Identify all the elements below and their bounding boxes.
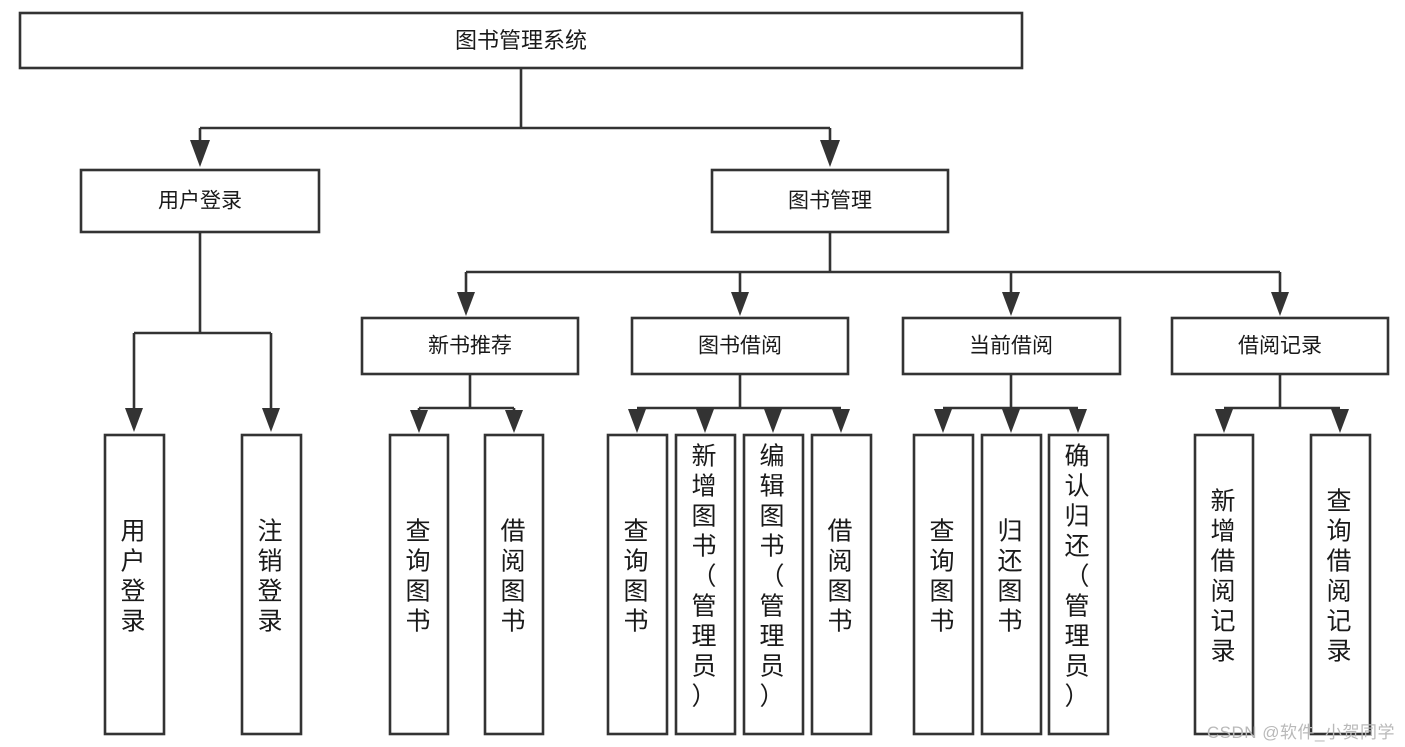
leaf-cb-query-book-label: 查询图书 [929,518,956,636]
leaf-node-bb-borrow-book[interactable]: 借阅图书 [810,433,873,736]
leaf-logout-box[interactable] [240,433,303,736]
arrowhead-book-borrow [731,292,749,316]
leaf-user-login-label: 用户登录 [120,518,147,636]
arrowhead-cb-return-book [1002,409,1020,433]
node-current-borrow[interactable]: 当前借阅 [901,316,1122,376]
connector-group-borrow-record [1215,374,1349,433]
node-root[interactable]: 图书管理系统 [18,11,1024,70]
node-root-label: 图书管理系统 [455,28,587,53]
leaf-bb-edit-book-box[interactable] [742,433,805,736]
leaf-br-add-record-label: 新增借阅记录 [1210,488,1237,666]
leaf-nbr-query-book-label: 查询图书 [405,518,432,636]
node-user-login-label: 用户登录 [158,190,242,213]
leaf-br-query-record-label: 查询借阅记录 [1326,488,1353,666]
arrowhead-bb-query-book [628,409,646,433]
connector-group-user-login [125,232,280,432]
arrowhead-cb-query-book [934,409,952,433]
leaf-bb-add-book-label: 新增图书（管理员） [691,443,718,711]
arrowhead-br-query-record [1331,409,1349,433]
arrowhead-new-book-rec [457,292,475,316]
leaf-node-br-query-record[interactable]: 查询借阅记录 [1309,433,1372,736]
arrowhead-leaf-logout [262,408,280,432]
leaf-cb-query-book-box[interactable] [912,433,975,736]
node-book-borrow[interactable]: 图书借阅 [630,316,850,376]
node-user-login[interactable]: 用户登录 [79,168,321,234]
connector-group-book-mgmt [457,232,1289,316]
leaf-bb-edit-book-label: 编辑图书（管理员） [759,443,786,711]
node-book-management-box[interactable] [710,168,950,234]
leaf-node-user-login[interactable]: 用户登录 [103,433,166,736]
leaf-bb-borrow-book-box[interactable] [810,433,873,736]
arrowhead-nbr-query-book [410,410,428,433]
leaf-node-cb-confirm-return[interactable]: 确认归还（管理员） [1047,433,1110,736]
node-book-management-label: 图书管理 [788,190,872,213]
arrowhead-borrow-record [1271,292,1289,316]
leaf-node-bb-add-book[interactable]: 新增图书（管理员） [674,433,737,736]
node-new-book-recommend-box[interactable] [360,316,580,376]
arrowhead-bb-borrow-book [832,409,850,433]
connector-group-root [190,68,840,167]
leaf-br-add-record-box[interactable] [1193,433,1255,736]
node-root-box[interactable] [18,11,1024,70]
node-user-login-box[interactable] [79,168,321,234]
csdn-watermark: CSDN @软件_小贺同学 [1206,723,1395,742]
leaf-node-br-add-record[interactable]: 新增借阅记录 [1193,433,1255,736]
leaf-node-cb-query-book[interactable]: 查询图书 [912,433,975,736]
leaf-cb-return-book-label: 归还图书 [997,518,1024,636]
leaf-nbr-borrow-book-label: 借阅图书 [500,518,527,636]
leaf-nbr-query-book-box[interactable] [388,433,450,736]
leaf-logout-label: 注销登录 [257,518,284,636]
node-book-borrow-label: 图书借阅 [698,335,782,358]
connector-group-current-borrow [934,374,1087,433]
arrowhead-br-add-record [1215,409,1233,433]
node-new-book-recommend[interactable]: 新书推荐 [360,316,580,376]
node-borrow-record[interactable]: 借阅记录 [1170,316,1390,376]
node-borrow-record-box[interactable] [1170,316,1390,376]
node-current-borrow-box[interactable] [901,316,1122,376]
leaf-node-cb-return-book[interactable]: 归还图书 [980,433,1043,736]
connector-group-new-book-rec [410,374,523,433]
leaf-bb-query-book-label: 查询图书 [623,518,650,636]
leaf-node-bb-query-book[interactable]: 查询图书 [606,433,669,736]
leaf-user-login-box[interactable] [103,433,166,736]
leaf-nbr-borrow-book-box[interactable] [483,433,545,736]
leaf-cb-confirm-return-box[interactable] [1047,433,1110,736]
arrowhead-current-borrow [1002,292,1020,316]
leaf-node-logout[interactable]: 注销登录 [240,433,303,736]
leaf-node-nbr-borrow-book[interactable]: 借阅图书 [483,433,545,736]
leaf-br-query-record-box[interactable] [1309,433,1372,736]
leaf-bb-borrow-book-label: 借阅图书 [827,518,854,636]
leaf-bb-add-book-box[interactable] [674,433,737,736]
node-new-book-recommend-label: 新书推荐 [428,335,512,358]
leaf-bb-query-book-box[interactable] [606,433,669,736]
arrowhead-nbr-borrow-book [505,410,523,433]
leaf-cb-return-book-box[interactable] [980,433,1043,736]
leaf-node-nbr-query-book[interactable]: 查询图书 [388,433,450,736]
node-book-management[interactable]: 图书管理 [710,168,950,234]
node-book-borrow-box[interactable] [630,316,850,376]
node-current-borrow-label: 当前借阅 [969,335,1053,358]
arrowhead-leaf-user-login [125,408,143,432]
leaf-node-bb-edit-book[interactable]: 编辑图书（管理员） [742,433,805,736]
node-borrow-record-label: 借阅记录 [1238,335,1322,358]
arrowhead-bb-add-book [696,409,714,433]
leaf-cb-confirm-return-label: 确认归还（管理员） [1064,443,1091,711]
arrowhead-user-login [190,140,210,167]
arrowhead-bb-edit-book [764,409,782,433]
arrowhead-book-mgmt [820,140,840,167]
connector-group-book-borrow [628,374,850,433]
arrowhead-cb-confirm-return [1069,409,1087,433]
